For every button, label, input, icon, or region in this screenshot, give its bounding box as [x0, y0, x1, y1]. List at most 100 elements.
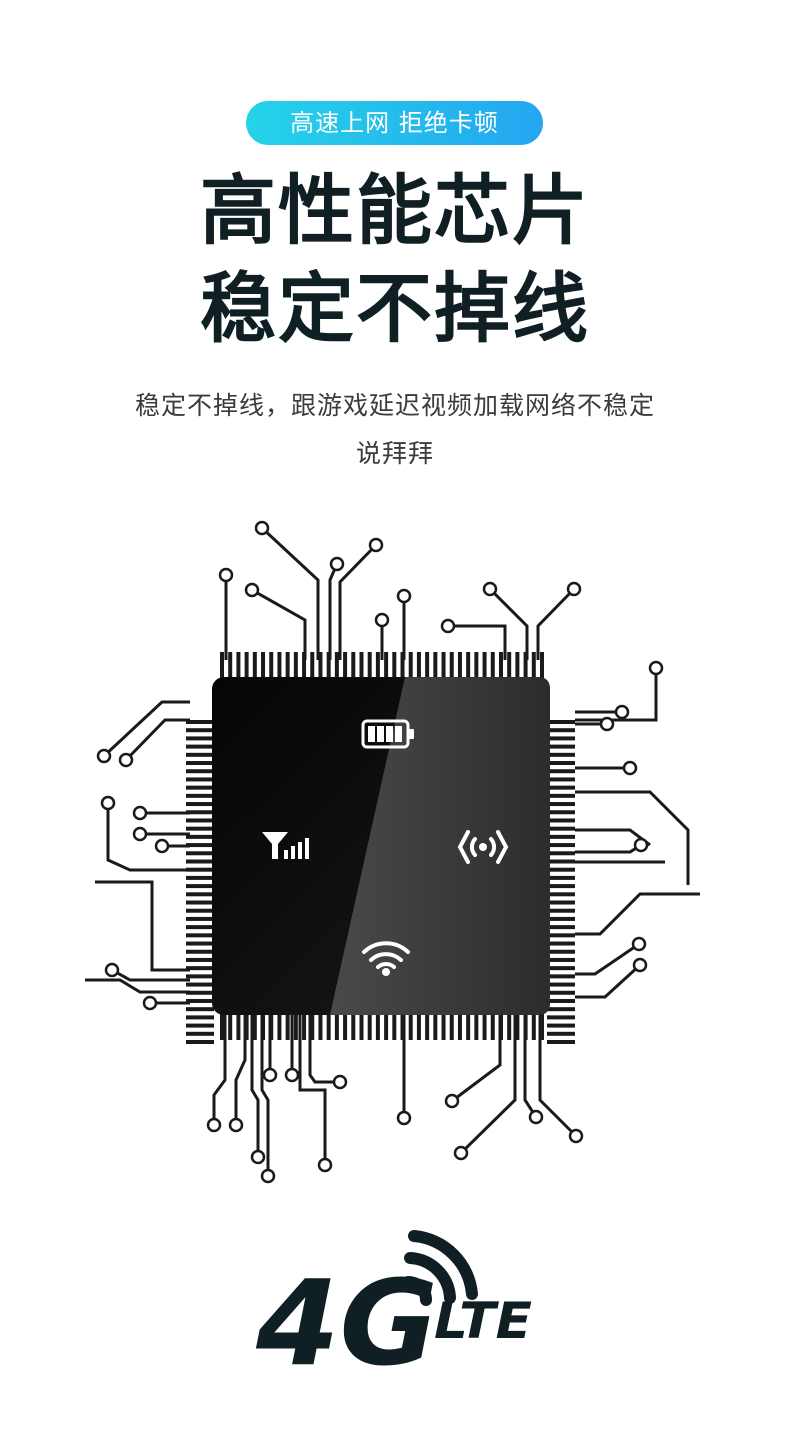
chip-pin	[186, 884, 214, 889]
chip-pin	[547, 916, 575, 921]
chip-pin	[547, 752, 575, 757]
chip-pin	[547, 933, 575, 938]
chip-pin	[547, 761, 575, 766]
chip-pin	[186, 966, 214, 971]
chip-pin	[285, 652, 290, 680]
chip-pin	[186, 1007, 214, 1012]
chip-pin	[285, 1012, 290, 1040]
chip-pin	[547, 826, 575, 831]
chip-pin	[547, 810, 575, 815]
chip-pin	[186, 957, 214, 962]
chip-pin	[540, 652, 544, 680]
headline-line-1: 高性能芯片	[200, 166, 590, 255]
chip-pin	[547, 720, 575, 724]
chip-pin	[474, 652, 479, 680]
chip-pin	[433, 1012, 438, 1040]
chip-pin	[547, 1023, 575, 1028]
chip-pin	[293, 1012, 298, 1040]
chip-pin	[433, 652, 438, 680]
chip-pin	[490, 1012, 495, 1040]
chip-pin	[547, 785, 575, 790]
chip-pin	[186, 826, 214, 831]
chip-pin	[252, 1012, 257, 1040]
battery-icon	[361, 719, 414, 749]
chip-pin	[277, 652, 282, 680]
chip-pin	[326, 652, 331, 680]
chip-pin	[547, 867, 575, 872]
chip-pin	[425, 652, 430, 680]
logo-4g: 4G	[255, 1254, 438, 1388]
chip-pin	[375, 652, 380, 680]
logo-signal-waves-icon	[402, 1230, 478, 1306]
chip-pin	[186, 933, 214, 938]
chip-pins	[186, 652, 575, 1044]
chip-pin	[523, 652, 528, 680]
chip-pin	[547, 769, 575, 774]
chip-pin	[482, 652, 487, 680]
chip-pin	[269, 1012, 274, 1040]
wifi-icon	[362, 941, 410, 976]
chip-pin	[547, 1015, 575, 1020]
chip-pin	[547, 802, 575, 807]
chip-pin	[351, 652, 356, 680]
chip-pin	[400, 652, 405, 680]
chip-pin	[186, 982, 214, 987]
chip-pin	[302, 652, 307, 680]
chip-pin	[425, 1012, 430, 1040]
chip-pin	[367, 1012, 372, 1040]
chip-pin	[186, 736, 214, 741]
chip-pin	[466, 652, 471, 680]
chip-pin	[186, 793, 214, 798]
chip-pin	[186, 998, 214, 1003]
chip-pin	[186, 818, 214, 823]
chip-pin	[547, 875, 575, 880]
chip-pin	[547, 728, 575, 733]
chip-pin	[547, 1040, 575, 1044]
chip-pin	[449, 1012, 454, 1040]
broadcast-icon	[457, 830, 509, 864]
chip-pin	[244, 1012, 249, 1040]
chip-pin	[466, 1012, 471, 1040]
chip-pin	[547, 1031, 575, 1036]
chip-pin	[547, 990, 575, 995]
chip-pin	[186, 728, 214, 733]
chip-pin	[186, 1015, 214, 1020]
4g-lte-logo: 4G LTE	[255, 1230, 532, 1388]
chip-pin	[351, 1012, 356, 1040]
chip-pin	[343, 652, 348, 680]
chip-pin	[416, 652, 421, 680]
chip-pin	[547, 966, 575, 971]
chip-pin	[416, 1012, 421, 1040]
chip-pin	[186, 867, 214, 872]
chip-glare	[330, 677, 550, 1015]
chip-pin	[547, 793, 575, 798]
chip-pin	[441, 652, 446, 680]
chip-pin	[186, 744, 214, 749]
chip-pin	[228, 652, 233, 680]
chip-pin	[359, 652, 364, 680]
chip-pin	[547, 736, 575, 741]
chip-pin	[186, 769, 214, 774]
chip-pin	[498, 652, 503, 680]
chip-pin	[547, 998, 575, 1003]
chip-pin	[186, 752, 214, 757]
chip-pin	[261, 652, 266, 680]
chip-pin	[186, 810, 214, 815]
chip-pin	[220, 652, 224, 680]
chip-pin	[186, 892, 214, 897]
chip-pin	[186, 843, 214, 848]
description-line-1: 稳定不掉线，跟游戏延迟视频加载网络不稳定	[134, 391, 655, 420]
feature-tag: 高速上网 拒绝卡顿	[246, 101, 543, 145]
chip-pin	[261, 1012, 266, 1040]
chip-pin	[515, 652, 520, 680]
chip-pin	[186, 908, 214, 913]
chip-pin	[343, 1012, 348, 1040]
chip-pin	[523, 1012, 528, 1040]
chip-pin	[547, 908, 575, 913]
chip-pin	[186, 1040, 214, 1044]
chip-pin	[186, 777, 214, 782]
signal-bars-icon	[262, 832, 309, 859]
chip-pin	[186, 720, 214, 724]
chip-pin	[326, 1012, 331, 1040]
chip-pin	[334, 652, 339, 680]
